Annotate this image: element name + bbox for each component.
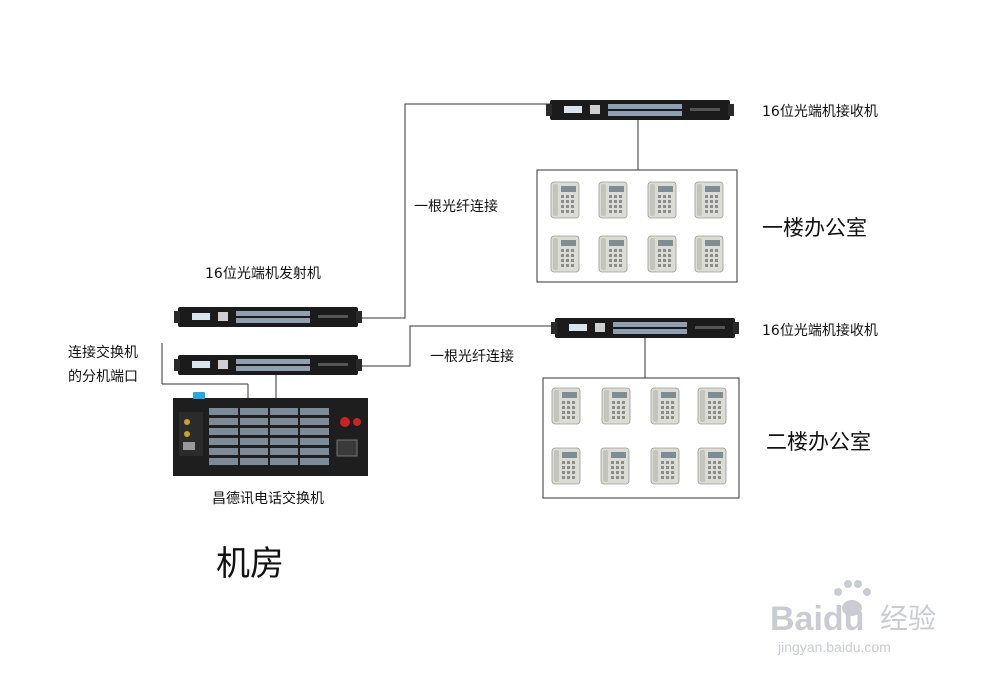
watermark-brand: Bai (770, 600, 823, 638)
phone (647, 181, 677, 219)
paw-icon (834, 580, 871, 616)
pbx-label: 昌德讯电话交换机 (212, 491, 324, 507)
phone (551, 447, 581, 485)
phone (694, 235, 724, 273)
connect-label-line-2: 的分机端口 (68, 369, 138, 385)
office-1-label: 一楼办公室 (762, 216, 867, 240)
phone (550, 235, 580, 273)
transmitter-label: 16位光端机发射机 (205, 266, 321, 282)
receiver-1-label: 16位光端机接收机 (762, 104, 878, 120)
office-2-label: 二楼办公室 (766, 430, 871, 454)
office-1-phones (550, 181, 724, 273)
fiber-line-1 (354, 103, 550, 319)
fiber-1-label: 一根光纤连接 (414, 199, 498, 215)
pbx-device (173, 392, 368, 476)
phone (598, 235, 628, 273)
fiber-line-2 (354, 325, 555, 367)
receiver-2-device (551, 318, 739, 338)
phone (550, 181, 580, 219)
phone (647, 235, 677, 273)
phone (697, 387, 727, 425)
phone (600, 447, 630, 485)
transmitter-device-2 (174, 355, 362, 375)
phone (551, 387, 581, 425)
office-2-phones (551, 387, 727, 485)
svg-text:Baidu: Baidu (770, 600, 864, 638)
phone (694, 181, 724, 219)
watermark-cn: 经验 (880, 602, 936, 635)
baidu-watermark: Baidu 经验 jingyan.baidu.com (770, 580, 936, 655)
connection-lines (161, 103, 646, 412)
watermark-brand-du: du (823, 600, 865, 638)
receiver-2-label: 16位光端机接收机 (762, 323, 878, 339)
fiber-2-label: 一根光纤连接 (430, 349, 514, 365)
phone (650, 387, 680, 425)
watermark-url: jingyan.baidu.com (777, 639, 891, 655)
transmitter-device-1 (174, 307, 362, 327)
phone (697, 447, 727, 485)
machine-room-label: 机房 (216, 544, 284, 584)
phone (601, 387, 631, 425)
connect-label-line-1: 连接交换机 (68, 345, 138, 361)
office-1-box (536, 169, 738, 283)
office-2-box (542, 377, 740, 499)
phone (650, 447, 680, 485)
phone (598, 181, 628, 219)
receiver-1-device (546, 100, 734, 120)
